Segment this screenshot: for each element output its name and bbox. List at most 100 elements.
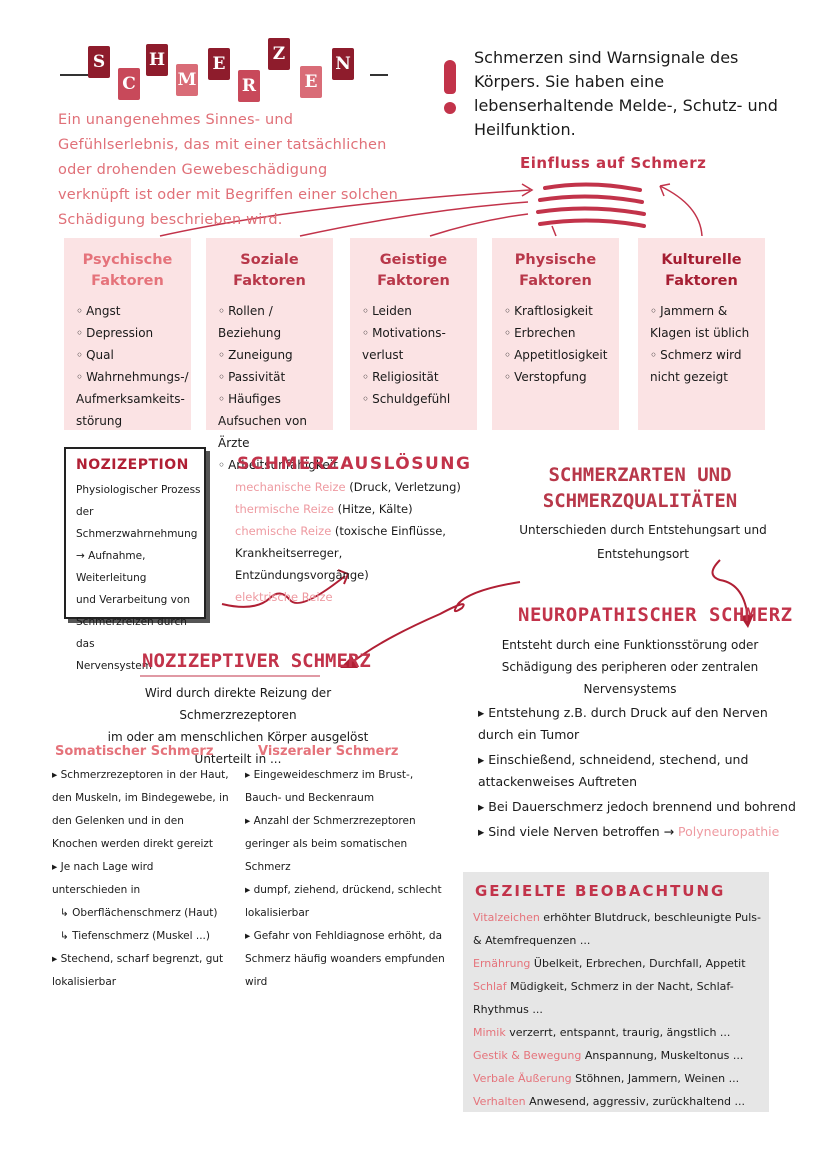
- reiz-value: (Druck, Verletzung): [345, 480, 461, 494]
- neuro-sub-line: Schädigung des peripheren oder zentralen: [501, 660, 759, 674]
- row-key: Gestik & Bewegung: [473, 1049, 582, 1062]
- list-item: Motivations-verlust: [362, 322, 477, 366]
- row-value: Anspannung, Muskeltonus ...: [581, 1049, 744, 1062]
- arten-sub-line: Unterschieden durch Entstehungsart und: [519, 523, 767, 537]
- list-item: ▸ Einschießend, schneidend, stechend, un…: [478, 752, 749, 789]
- list-item: Jammern & Klagen ist üblich: [650, 300, 765, 344]
- list-item: Appetitlosigkeit: [504, 344, 619, 366]
- row-key: Vitalzeichen: [473, 911, 540, 924]
- list-item: Schuldgefühl: [362, 388, 477, 410]
- list-item-text: Entstehung z.B. durch Druck auf den Nerv…: [478, 705, 768, 742]
- factor-title: Soziale Faktoren: [233, 252, 306, 289]
- list-item: Qual: [76, 344, 191, 366]
- beobachtung-box: GEZIELTE BEOBACHTUNG Vitalzeichen erhöht…: [463, 872, 769, 1112]
- list-item: ▸ Sind viele Nerven betroffen → Polyneur…: [478, 824, 780, 839]
- list-item: ▸ Gefahr von Fehldiagnose erhöht, da Sch…: [245, 930, 445, 988]
- ausloesung-list: mechanische Reize (Druck, Verletzung) th…: [235, 476, 475, 608]
- nozizeption-line: → Aufnahme, Weiterleitung: [76, 550, 147, 584]
- arten-subtitle: Unterschieden durch Entstehungsart und E…: [518, 518, 768, 566]
- title-letter: R: [238, 70, 260, 102]
- row-value: erhöhter Blutdruck, beschleunigte Puls- …: [473, 911, 762, 947]
- list-item: ▸ Eingeweideschmerz im Brust-, Bauch- un…: [245, 769, 414, 804]
- row-key: Verhalten: [473, 1095, 526, 1108]
- factor-title: Physische Faktoren: [514, 252, 597, 289]
- title-letter: H: [146, 44, 168, 76]
- viszeral-title: Viszeraler Schmerz: [258, 744, 399, 759]
- title-line-right: [370, 74, 388, 76]
- row-value: Übelkeit, Erbrechen, Durchfall, Appetit: [530, 957, 746, 970]
- row-value: Anwesend, aggressiv, zurückhaltend ...: [525, 1095, 746, 1108]
- somatisch-list: ▸ Schmerzrezeptoren in der Haut, den Mus…: [52, 764, 230, 994]
- einfluss-heading: Einfluss auf Schmerz: [520, 154, 707, 172]
- list-item: Angst: [76, 300, 191, 322]
- list-item-text: Eingeweideschmerz im Brust-, Bauch- und …: [245, 769, 414, 804]
- ausloesung-title: SCHMERZAUSLÖSUNG: [237, 454, 472, 474]
- list-item: ▸ Entstehung z.B. durch Druck auf den Ne…: [478, 705, 768, 742]
- neuro-list: ▸ Entstehung z.B. durch Druck auf den Ne…: [478, 702, 798, 846]
- list-item: Rollen / Beziehung: [218, 300, 333, 344]
- beobachtung-row: Verbale Äußerung Stöhnen, Jammern, Weine…: [473, 1067, 763, 1090]
- nozizeption-line: Schmerzreizen durch das: [76, 616, 187, 650]
- arten-sub-line: Entstehungsort: [597, 547, 689, 561]
- list-subitem: ↳ Tiefenschmerz (Muskel ...): [60, 930, 210, 942]
- list-item-text: Je nach Lage wird unterschieden in: [52, 861, 154, 896]
- neuro-title: NEUROPATHISCHER SCHMERZ: [518, 604, 793, 626]
- nozizeption-title: NOZIZEPTION: [76, 457, 189, 473]
- factor-title: Kulturelle Faktoren: [661, 252, 742, 289]
- somatisch-title: Somatischer Schmerz: [55, 744, 214, 759]
- viszeral-list: ▸ Eingeweideschmerz im Brust-, Bauch- un…: [245, 764, 450, 994]
- list-item: ▸ dumpf, ziehend, drückend, schlecht lok…: [245, 884, 442, 919]
- reiz-label: mechanische Reize: [235, 480, 346, 494]
- list-item-text: Sind viele Nerven betroffen →: [488, 824, 675, 839]
- title-letter: E: [208, 48, 230, 80]
- list-item-text: Schmerzrezeptoren in der Haut, den Muske…: [52, 769, 229, 850]
- list-item-text: Stechend, scharf begrenzt, gut lokalisie…: [52, 953, 224, 988]
- list-item-text: dumpf, ziehend, drückend, schlecht lokal…: [245, 884, 442, 919]
- list-item: Depression: [76, 322, 191, 344]
- factor-title: Psychische Faktoren: [82, 252, 173, 289]
- factor-box-psychisch: Psychische Faktoren Angst Depression Qua…: [64, 238, 191, 430]
- list-item: ▸ Anzahl der Schmerzrezeptoren geringer …: [245, 815, 416, 873]
- beobachtung-row: Vitalzeichen erhöhter Blutdruck, beschle…: [473, 906, 763, 952]
- page-title: S C H M E R Z E N: [88, 36, 388, 116]
- row-value: verzerrt, entspannt, traurig, ängstlich …: [505, 1026, 731, 1039]
- nozizeption-line: der Schmerzwahrnehmung: [76, 506, 198, 540]
- factor-box-kulturell: Kulturelle Faktoren Jammern & Klagen ist…: [638, 238, 765, 430]
- title-letter: E: [300, 66, 322, 98]
- reiz-label: chemische Reize: [235, 524, 332, 538]
- reiz-value: (toxische Einflüsse,: [331, 524, 446, 538]
- title-letter: N: [332, 48, 354, 80]
- row-key: Verbale Äußerung: [473, 1072, 572, 1085]
- list-item: Zuneigung: [218, 344, 333, 366]
- reiz-label: elektrische Reize: [235, 590, 333, 604]
- neuro-sub-line: Entsteht durch eine Funktionsstörung ode…: [501, 638, 759, 652]
- title-line-left: [60, 74, 90, 76]
- title-letter: S: [88, 46, 110, 78]
- nozizeptiv-sub-line: Wird durch direkte Reizung der Schmerzre…: [144, 686, 332, 722]
- nozizeptiv-sub-line: Unterteilt in ...: [194, 752, 282, 766]
- list-item: Verstopfung: [504, 366, 619, 388]
- row-key: Schlaf: [473, 980, 507, 993]
- intro-definition: Ein unangenehmes Sinnes- und Gefühlserle…: [58, 112, 399, 228]
- beobachtung-row: Verhalten Anwesend, aggressiv, zurückhal…: [473, 1090, 763, 1113]
- list-item: ▸ Bei Dauerschmerz jedoch brennend und b…: [478, 799, 796, 814]
- reiz-value: (Hitze, Kälte): [334, 502, 413, 516]
- title-letter: C: [118, 68, 140, 100]
- list-item-text: Anzahl der Schmerzrezeptoren geringer al…: [245, 815, 416, 873]
- row-value: Stöhnen, Jammern, Weinen ...: [571, 1072, 740, 1085]
- neuro-sub-line: Nervensystems: [583, 682, 677, 696]
- beobachtung-row: Schlaf Müdigkeit, Schmerz in der Nacht, …: [473, 975, 763, 1021]
- nozizeptiv-sub-line: im oder am menschlichen Körper ausgelöst: [107, 730, 369, 744]
- nozizeptiv-title: NOZIZEPTIVER SCHMERZ: [142, 650, 371, 672]
- list-item: Arbeitsunfähigkeit: [218, 454, 338, 476]
- factor-box-physisch: Physische Faktoren Kraftlosigkeit Erbrec…: [492, 238, 619, 430]
- nozizeption-box: NOZIZEPTION Physiologischer Prozess der …: [64, 447, 206, 672]
- list-item: Wahrnehmungs-/ Aufmerksamkeits-störung: [76, 366, 191, 432]
- list-item-text: Einschießend, schneidend, stechend, und …: [478, 752, 749, 789]
- list-item: ▸ Je nach Lage wird unterschieden in: [52, 861, 154, 896]
- list-item-term: Polyneuropathie: [674, 824, 780, 839]
- row-key: Ernährung: [473, 957, 531, 970]
- nozizeption-line: Physiologischer Prozess: [76, 484, 201, 496]
- row-value: Müdigkeit, Schmerz in der Nacht, Schlaf-…: [473, 980, 734, 1016]
